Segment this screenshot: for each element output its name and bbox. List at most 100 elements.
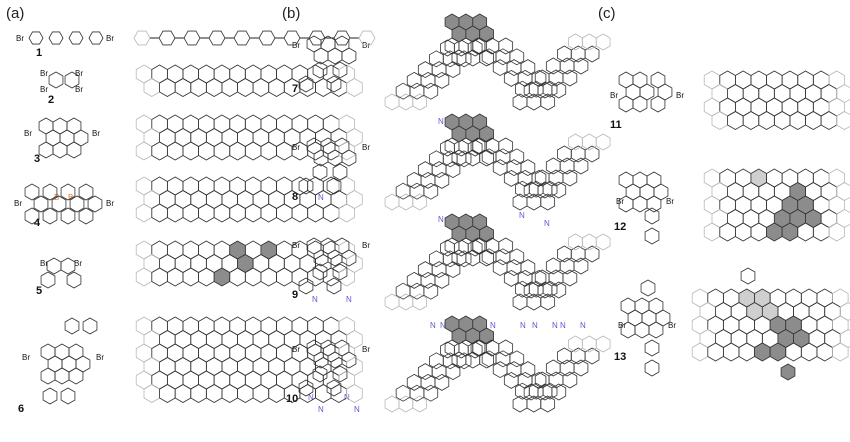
benzene-ring <box>40 367 56 385</box>
benzene-ring <box>326 75 342 93</box>
compound-number-8: 8 <box>292 191 298 203</box>
benzene-ring <box>60 387 76 405</box>
atom-n: N <box>560 321 566 330</box>
gnr-ring <box>213 203 231 223</box>
gnr-ring <box>346 384 363 403</box>
gnr-ring <box>738 342 755 362</box>
gnr-ring <box>773 111 791 130</box>
gnr-ring <box>198 203 215 223</box>
chevron-ring <box>531 169 547 187</box>
gnr-ring <box>135 267 153 287</box>
ppp-ring <box>283 30 301 46</box>
chevron-ring <box>431 161 447 179</box>
chevron-ring <box>512 93 528 111</box>
benzene-ring <box>332 61 348 79</box>
gnr-ring <box>143 384 160 403</box>
atom-br: Br <box>362 345 370 354</box>
chevron-ring <box>503 269 519 287</box>
chevron-ring <box>584 347 600 365</box>
chevron-ring <box>406 373 422 391</box>
gnr-ring <box>166 267 184 287</box>
chevron-ring <box>573 57 589 75</box>
gnr-ring <box>836 209 850 228</box>
chevron-ring <box>551 181 567 199</box>
gnr-ring <box>252 384 270 403</box>
chevron-ring <box>429 352 444 370</box>
benzene-ring <box>341 47 357 65</box>
atom-n: N <box>519 211 525 220</box>
chevron-ring <box>465 351 481 369</box>
chevron-ring <box>520 59 536 77</box>
gnr-ring <box>229 141 246 161</box>
atom-br: Br <box>22 353 30 362</box>
benzene-ring <box>312 61 328 79</box>
compound-number-13: 13 <box>614 351 626 363</box>
benzene-ring <box>87 195 103 213</box>
chevron-ring <box>595 233 611 251</box>
benzene-ring <box>46 257 62 275</box>
atom-br: Br <box>16 34 24 43</box>
chevron-ring <box>412 395 428 413</box>
chevron-ring <box>434 271 450 289</box>
chevron-ring <box>465 249 481 267</box>
atom-n: N <box>580 321 586 330</box>
atom-n: N <box>440 321 446 330</box>
gnr-ring <box>836 84 850 103</box>
chevron-ring <box>512 293 528 311</box>
gnr-ring <box>237 384 254 403</box>
gnr-ring <box>315 384 332 403</box>
gnr-ring <box>166 141 184 161</box>
ppp-ring <box>133 30 151 46</box>
chevron-ring <box>445 61 461 79</box>
chevron-ring <box>467 139 483 157</box>
compound-number-5: 5 <box>36 285 42 297</box>
chevron-ring <box>384 395 400 413</box>
atom-n: N <box>438 215 444 224</box>
chevron-ring <box>498 339 514 357</box>
gnr-ring <box>190 78 207 97</box>
gnr-ring <box>816 342 833 362</box>
chevron-ring <box>398 93 414 111</box>
atom-br: Br <box>676 91 684 100</box>
gnr-ring <box>836 182 850 201</box>
benzene-ring <box>332 263 348 281</box>
chevron-ring <box>417 61 433 79</box>
chevron-ring <box>395 282 411 300</box>
benzene-ring <box>298 75 314 93</box>
chevron-ring <box>512 395 528 413</box>
chevron-ring <box>406 171 422 189</box>
gnr-ring <box>276 141 293 161</box>
chevron-ring <box>395 82 411 100</box>
atom-br: Br <box>106 34 114 43</box>
ppp-ring <box>183 30 201 46</box>
gnr-ring <box>198 141 215 161</box>
gnr-ring <box>268 78 285 97</box>
chevron-ring <box>509 350 525 368</box>
gnr-ring <box>213 141 231 161</box>
benzene-ring <box>332 163 348 181</box>
chevron-ring <box>503 371 519 389</box>
benzene-ring <box>64 71 80 89</box>
chevron-ring <box>509 148 525 166</box>
chevron-ring <box>515 80 530 98</box>
chevron-ring <box>562 69 578 87</box>
gnr-ring <box>276 203 293 223</box>
gnr-ring <box>812 222 830 242</box>
atom-br: Br <box>75 85 83 94</box>
benzene-ring <box>64 317 80 335</box>
chevron-ring <box>429 250 444 268</box>
gnr-ring <box>758 111 775 130</box>
atom-n: N <box>520 321 526 330</box>
gnr-ring <box>213 267 231 287</box>
chevron-ring <box>423 282 439 300</box>
chevron-ring <box>506 59 522 77</box>
gnr-ring <box>754 342 771 362</box>
chevron-ring <box>412 293 428 311</box>
chevron-ring <box>409 82 425 100</box>
chevron-ring <box>520 159 536 177</box>
gnr-ring <box>839 302 850 321</box>
chevron-ring <box>479 249 494 267</box>
chevron-ring <box>520 361 536 379</box>
atom-br: Br <box>96 353 104 362</box>
gnr-ring <box>346 78 363 97</box>
